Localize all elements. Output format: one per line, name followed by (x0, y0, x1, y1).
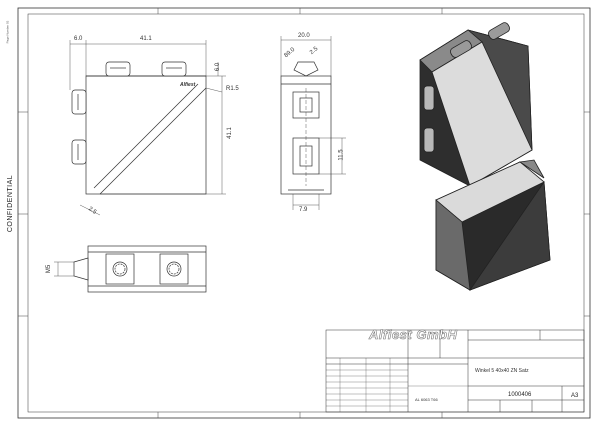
dim-front-top: 6.0 (215, 62, 222, 72)
dim-front-height: 41.1 (226, 127, 233, 139)
dim-front-width-left: 6.0 (74, 36, 83, 42)
dim-radius: R1.5 (226, 86, 239, 92)
drawing-title: Winkel 5 40x40 ZN Satz (475, 368, 529, 374)
page-number-label: Page Number 03 (5, 20, 10, 44)
part-marking: Alfiest (180, 82, 196, 88)
company-name: Alfiest GmbH (369, 327, 458, 343)
iso-view-top (419, 22, 533, 187)
dim-front-width: 41.1 (140, 36, 152, 42)
side-view (280, 36, 346, 210)
dim-side-height: 11.5 (338, 149, 345, 161)
iso-view-bottom (435, 159, 551, 291)
title-block (325, 329, 585, 413)
dim-side-bottom: 7.9 (299, 207, 308, 213)
dim-side-width: 20.0 (298, 33, 310, 39)
bottom-view (54, 245, 207, 293)
front-view (69, 40, 226, 216)
sheet-size: A3 (571, 393, 579, 399)
material: AL 6063 T66 (415, 397, 438, 402)
dim-bottom-thread: M5 (46, 264, 53, 274)
confidential-label: CONFIDENTIAL (7, 174, 15, 233)
sheet-border (17, 7, 591, 419)
inner-frame (27, 13, 585, 413)
drawing-number: 1000406 (508, 392, 532, 398)
